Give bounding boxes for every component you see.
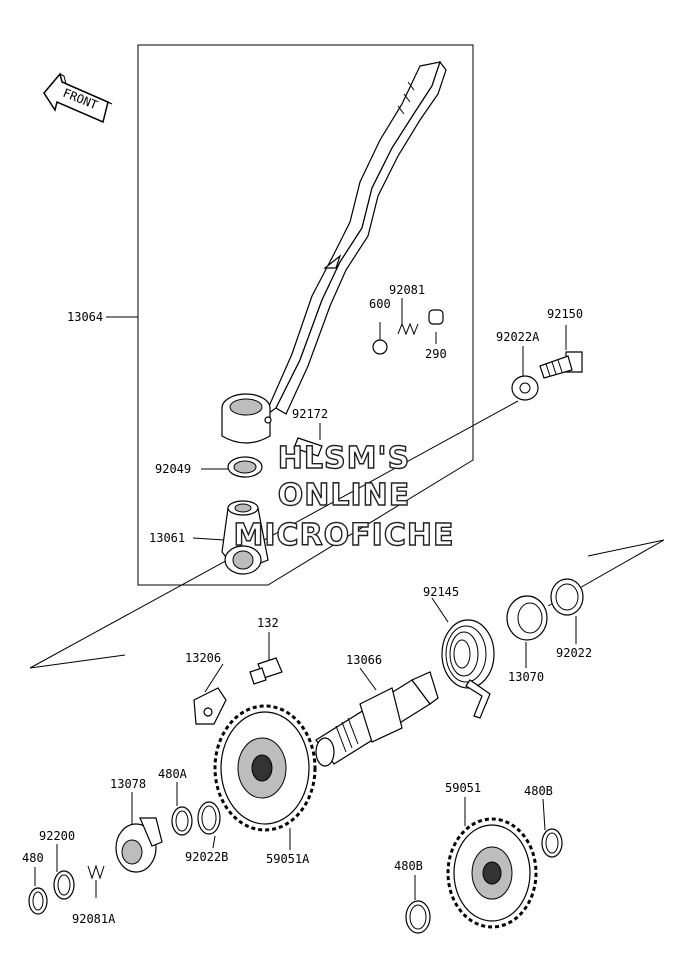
- watermark-line3: MICROFICHE: [234, 518, 455, 553]
- guide-line: [29, 654, 126, 669]
- leader-lines: [34, 298, 577, 900]
- kick-spring-part: [441, 619, 495, 719]
- label-59051: 59051: [445, 781, 481, 795]
- idle-gear-part: [446, 817, 538, 929]
- label-92049: 92049: [155, 462, 191, 476]
- stopper-plate-part: [193, 687, 227, 725]
- label-92022A: 92022A: [496, 330, 540, 344]
- label-13064: 13064: [67, 310, 103, 324]
- label-59051A: 59051A: [266, 852, 310, 866]
- kick-gear-part: [213, 704, 317, 832]
- label-92200: 92200: [39, 829, 75, 843]
- screw-part: [293, 437, 323, 457]
- label-92145: 92145: [423, 585, 459, 599]
- washer-part: [550, 578, 584, 616]
- watermark-line2: ONLINE: [278, 478, 411, 513]
- pedal-boss-part: [221, 500, 269, 575]
- label-480A: 480A: [158, 767, 188, 781]
- label-13070: 13070: [508, 670, 544, 684]
- washer-part: [53, 870, 75, 900]
- spring-part: [87, 864, 105, 880]
- circlip-part: [28, 887, 48, 915]
- ratchet-part: [115, 817, 163, 873]
- watermark-line1: HLSM'S: [278, 441, 410, 476]
- assembly-frame: [137, 44, 474, 586]
- label-290: 290: [425, 347, 447, 361]
- spring-part: [397, 322, 419, 336]
- label-480B: 480B: [524, 784, 553, 798]
- label-13078: 13078: [110, 777, 146, 791]
- label-92150: 92150: [547, 307, 583, 321]
- kick-shaft-part: [315, 671, 439, 767]
- label-600: 600: [369, 297, 391, 311]
- label-13066: 13066: [346, 653, 382, 667]
- guide-line: [547, 539, 665, 607]
- washer-part: [197, 801, 221, 835]
- label-92081A: 92081A: [72, 912, 116, 926]
- washer-part: [511, 375, 539, 401]
- bolt-part: [539, 351, 583, 379]
- label-92022: 92022: [556, 646, 592, 660]
- spring-guide-part: [506, 595, 548, 641]
- label-13206: 13206: [185, 651, 221, 665]
- label-132: 132: [257, 616, 279, 630]
- kick-pedal-part: [221, 60, 447, 444]
- label-92172: 92172: [292, 407, 328, 421]
- label-92081: 92081: [389, 283, 425, 297]
- label-480B: 480B: [394, 859, 423, 873]
- oil-seal-part: [227, 456, 263, 478]
- label-92022B: 92022B: [185, 850, 228, 864]
- circlip-part: [541, 828, 563, 858]
- circlip-part: [171, 806, 193, 836]
- label-13061: 13061: [149, 531, 185, 545]
- label-480: 480: [22, 851, 44, 865]
- bolt-part: [249, 657, 283, 685]
- cap-part: [428, 309, 444, 325]
- front-arrow-icon: FRONT: [43, 72, 113, 124]
- ball-part: [372, 339, 388, 355]
- shaft-axis-line: [29, 400, 519, 669]
